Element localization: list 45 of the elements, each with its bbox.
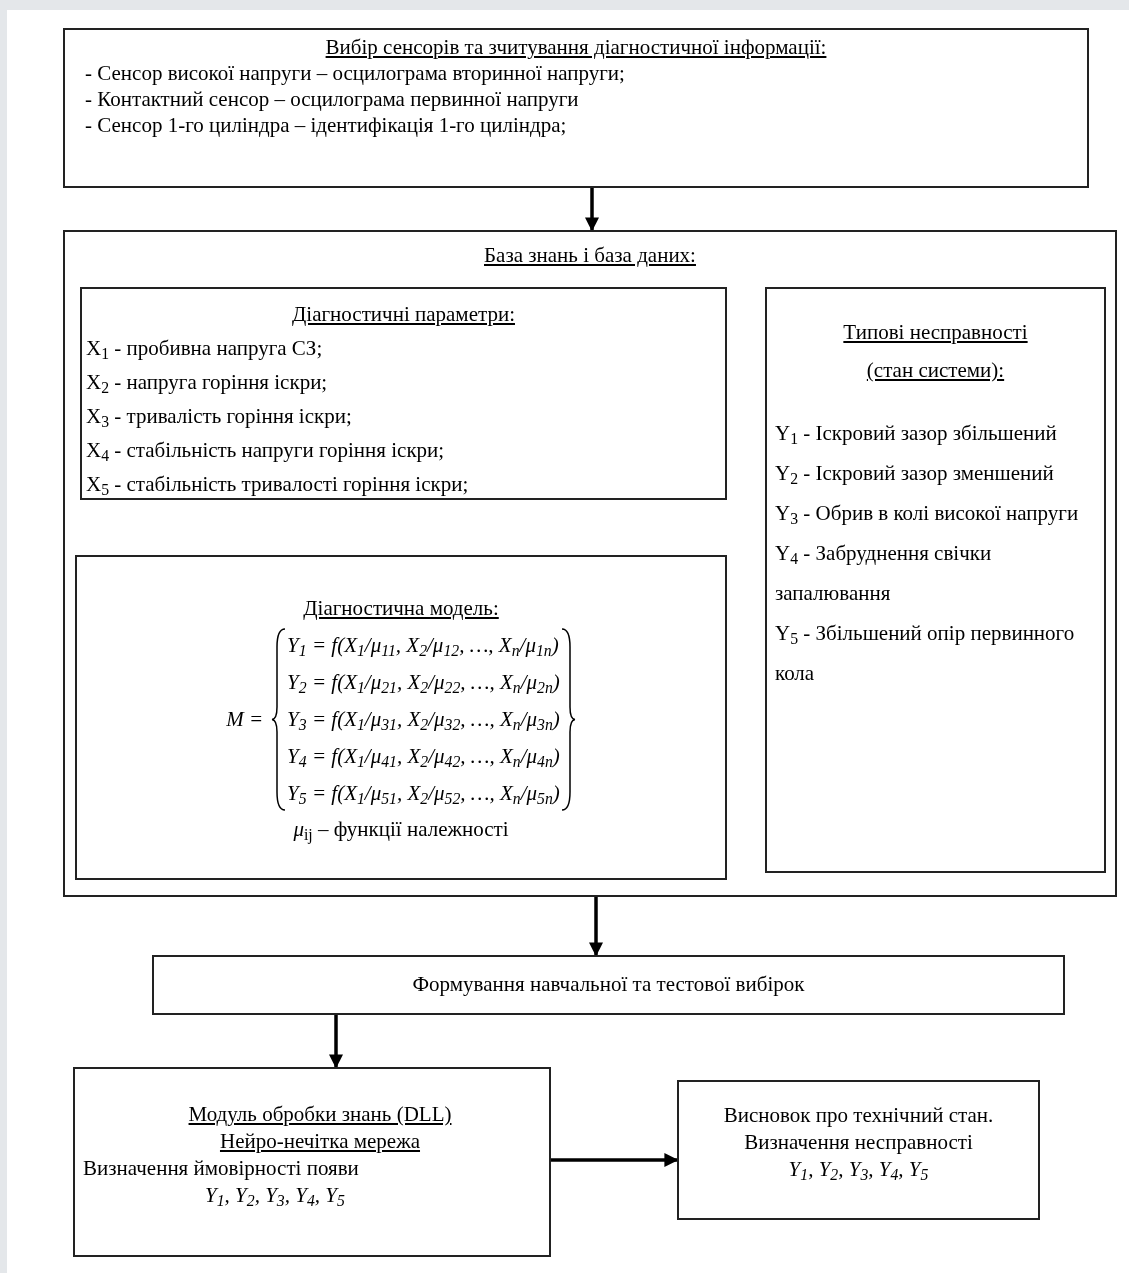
process-box [73,1067,551,1257]
heading: Діагностичні параметри: [292,301,515,328]
note-text: μ$_{ij}$ – функції належності [293,816,509,846]
arrow [585,188,599,232]
process-box [765,287,1106,873]
equation: Y$_{4}$ = f(X$_{1}$/μ$_{41}$, X$_{2}$/μ$_{42}$, …, X$_{n}$/μ$_{4n}$) [287,743,560,772]
process-box [677,1080,1040,1220]
box-text: Висновок про технічний стан. [723,1102,994,1129]
fault-item: Y$_{1}$ - Іскровий зазор збільшений [775,420,1057,449]
equation: Y$_{1}$ = f(X$_{1}$/μ$_{11}$, X$_{2}$/μ$_{12}$, …, X$_{n}$/μ$_{1n}$) [287,632,560,661]
arrow [589,897,603,957]
process-box [152,955,1065,1015]
heading: Модуль обробки знань (DLL) [188,1101,452,1128]
parameter-item: X$_{2}$ - напруга горіння іскри; [86,369,328,398]
box-text: Формування навчальної та тестової вибірок [412,971,805,999]
process-box [63,28,1089,188]
fault-item: Y$_{5}$ - Збільшений опір первинного кола [775,620,1076,687]
formula: Y$_{1}$, Y$_{2}$, Y$_{3}$, Y$_{4}$, Y$_{5}$ [788,1156,929,1183]
box-text: Визначення ймовірності появи [83,1155,359,1182]
list-item: - Контактний сенсор – осцилограма первинної напруги [85,86,579,112]
parameter-item: X$_{3}$ - тривалість горіння іскри; [86,403,352,432]
heading: Типові несправності (стан системи): [842,319,1029,384]
box-text: Визначення несправності [744,1129,973,1156]
container-box [63,230,1117,897]
fault-item: Y$_{2}$ - Іскровий зазор зменшений [775,460,1054,489]
parameter-item: X$_{5}$ - стабільність тривалості горіння іскри; [86,471,469,500]
process-box [80,287,727,500]
heading: Вибір сенсорів та зчитування діагностичної інформації: [325,34,827,60]
list-item: - Сенсор високої напруги – осцилограма вторинної напруги; [85,60,625,86]
formula-label: M = [226,705,264,733]
parameter-item: X$_{1}$ - пробивна напруга СЗ; [86,335,323,364]
equation: Y$_{3}$ = f(X$_{1}$/μ$_{31}$, X$_{2}$/μ$_{32}$, …, X$_{n}$/μ$_{3n}$) [287,706,560,735]
equation: Y$_{5}$ = f(X$_{1}$/μ$_{51}$, X$_{2}$/μ$_{52}$, …, X$_{n}$/μ$_{5n}$) [287,780,560,809]
heading: Нейро-нечітка мережа [219,1128,420,1155]
list-item: - Сенсор 1-го циліндра – ідентифікація 1-го циліндра; [85,112,567,138]
heading: Діагностична модель: [303,595,499,622]
parameter-item: X$_{4}$ - стабільність напруги горіння іскри; [86,437,445,466]
equation: Y$_{2}$ = f(X$_{1}$/μ$_{21}$, X$_{2}$/μ$_{22}$, …, X$_{n}$/μ$_{2n}$) [287,669,560,698]
heading: База знань і база даних: [484,242,696,269]
formula: Y$_{1}$, Y$_{2}$, Y$_{3}$, Y$_{4}$, Y$_{5}$ [205,1182,345,1209]
fault-item: Y$_{4}$ - Забруднення свічки запалювання [775,540,993,607]
arrow [551,1153,679,1167]
fault-item: Y$_{3}$ - Обрив в колі високої напруги [775,500,1079,529]
process-box [75,555,727,880]
arrow [329,1015,343,1069]
